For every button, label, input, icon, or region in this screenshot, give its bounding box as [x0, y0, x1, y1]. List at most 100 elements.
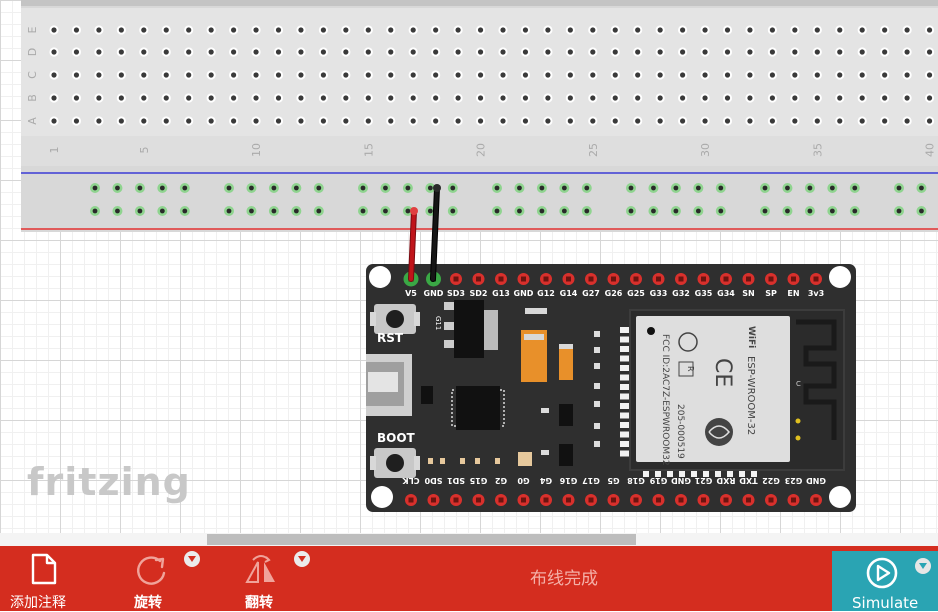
rail-hole-core [829, 185, 835, 191]
rail-hole-core [316, 208, 322, 214]
breadboard-hole-core [837, 27, 843, 33]
bottom-pin-label: GND [671, 476, 691, 485]
breadboard-hole-core [792, 118, 798, 124]
breadboard-hole-core [837, 49, 843, 55]
rst-button[interactable] [386, 310, 404, 328]
transistor [559, 444, 573, 466]
rail-hole-core [762, 185, 768, 191]
breadboard-hole-core [747, 27, 753, 33]
rail-hole-core [405, 208, 411, 214]
breadboard-hole-core [769, 95, 776, 101]
breadboard-hole-core [545, 118, 551, 124]
breadboard-hole-core [612, 49, 618, 55]
breadboard-hole-core [635, 118, 641, 124]
rail-hole-core [628, 208, 634, 214]
breadboard-hole-core [231, 95, 237, 101]
rotate-dropdown[interactable] [184, 551, 200, 567]
rail-hole-core [450, 208, 456, 214]
breadboard-hole-core [365, 27, 371, 33]
rail-hole-core [182, 208, 188, 214]
top-pin-label: SD3 [447, 289, 465, 298]
top-pin-label: GND [424, 289, 444, 298]
breadboard-hole-core [73, 49, 80, 55]
breadboard-hole-core [702, 118, 708, 124]
breadboard-hole-core [859, 72, 865, 78]
breadboard-hole-core [680, 95, 686, 101]
rail-hole-core [427, 185, 433, 191]
breadboard-hole-core [208, 49, 214, 55]
top-pin-label: G27 [582, 289, 600, 298]
breadboard-hole-core [724, 27, 731, 33]
boot-button[interactable] [386, 454, 404, 472]
flip-button[interactable]: 翻转 [244, 546, 304, 611]
rail-hole-core [137, 185, 143, 191]
breadboard-hole-core [343, 72, 349, 78]
breadboard-hole-core [231, 118, 237, 124]
breadboard-hole-core [882, 118, 888, 124]
rail-hole-core [159, 208, 165, 214]
breadboard-hole-core [590, 27, 596, 33]
simulate-dropdown[interactable] [915, 558, 931, 574]
breadboard-hole-core [567, 118, 573, 124]
top-pin-label: G32 [672, 289, 690, 298]
breadboard-hole-core [253, 49, 259, 55]
breadboard-hole-core [231, 49, 237, 55]
breadboard-hole-core [837, 72, 843, 78]
horizontal-scrollbar[interactable] [0, 533, 938, 546]
breadboard-hole-core [275, 27, 282, 33]
simulate-button[interactable]: Simulate [832, 551, 938, 612]
breadboard-hole-core [680, 118, 686, 124]
breadboard-hole-core [433, 27, 439, 33]
breadboard-hole-core [926, 95, 933, 101]
rail-hole-core [293, 208, 299, 214]
bottom-pin-label: G22 [762, 476, 780, 485]
rotate-button[interactable]: 旋转 [132, 546, 192, 611]
breadboard-hole-core [275, 49, 282, 55]
breadboard-hole-core [455, 72, 461, 78]
breadboard-hole-core [163, 95, 169, 101]
add-note-button[interactable]: 添加注释 [10, 546, 80, 611]
breadboard-hole-core [500, 95, 506, 101]
rail-hole-core [92, 185, 98, 191]
breadboard-hole-core [926, 118, 933, 124]
breadboard-hole-core [590, 49, 596, 55]
terminal-holes [49, 25, 935, 126]
breadboard-hole-core [904, 49, 910, 55]
rail-hole-core [316, 185, 322, 191]
tantalum-capacitor [559, 344, 573, 380]
breadboard-hole-core [163, 27, 169, 33]
flip-label: 翻转 [245, 595, 273, 611]
flip-dropdown[interactable] [294, 551, 310, 567]
rail-hole-core [628, 185, 634, 191]
breadboard-hole-core [792, 95, 798, 101]
breadboard-hole-core [186, 72, 192, 78]
breadboard-hole-core [141, 72, 147, 78]
cert-id-label: 205-000519 [675, 404, 685, 459]
breadboard-hole-core [657, 118, 663, 124]
rail-hole-core [896, 185, 902, 191]
row-letter: C [26, 71, 39, 79]
bottom-pin-label: G4 [540, 476, 553, 485]
bottom-pin-label: GND [806, 476, 826, 485]
rail-hole-core [651, 185, 656, 191]
breadboard-hole-core [792, 49, 798, 55]
column-number: 25 [587, 143, 600, 157]
breadboard-hole-core [410, 49, 416, 55]
breadboard-hole-core [275, 118, 282, 124]
mount-hole [369, 266, 391, 288]
breadboard-hole-core [882, 27, 888, 33]
rail-hole-core [718, 185, 724, 191]
breadboard-hole-core [769, 72, 776, 78]
scrollbar-thumb[interactable] [207, 534, 636, 545]
rail-hole-core [360, 185, 366, 191]
module-shield [636, 316, 790, 462]
rail-hole-core [584, 208, 590, 214]
column-number: 5 [138, 147, 151, 154]
breadboard-hole-core [814, 95, 820, 101]
breadboard-hole-core [208, 72, 214, 78]
